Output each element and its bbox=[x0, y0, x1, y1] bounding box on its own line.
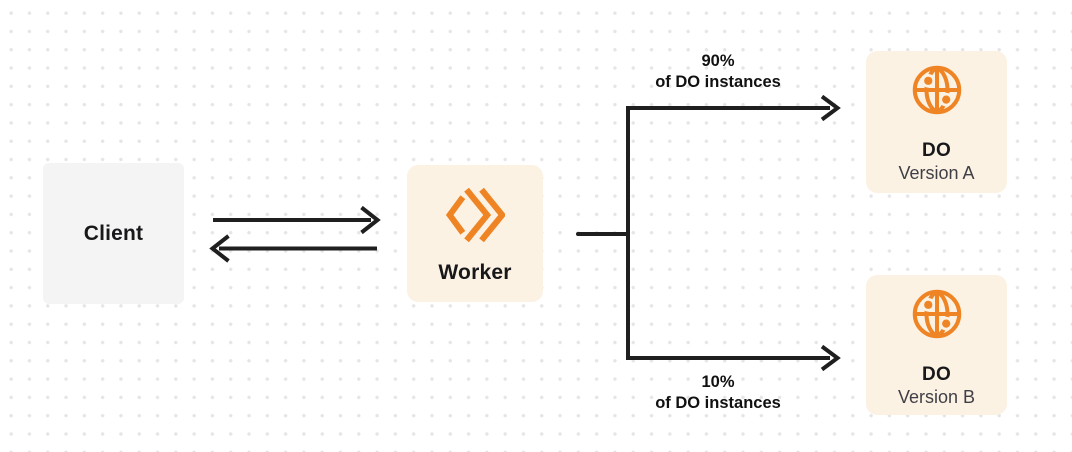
worker-node: Worker bbox=[407, 165, 543, 302]
branch-a-percent: 90% bbox=[701, 52, 735, 70]
do-a-subtitle: Version A bbox=[898, 163, 975, 183]
do-b-subtitle: Version B bbox=[897, 387, 976, 407]
worker-label: Worker bbox=[438, 261, 512, 284]
do-version-a-node: DO Version A bbox=[866, 51, 1007, 193]
branch-b-caption: of DO instances bbox=[655, 394, 781, 412]
branch-a-caption: of DO instances bbox=[655, 73, 781, 91]
do-a-title: DO bbox=[922, 140, 951, 161]
client-node: Client bbox=[43, 163, 184, 304]
branch-a-label: 90% of DO instances bbox=[608, 51, 828, 93]
arrowhead-to-version-b bbox=[820, 344, 841, 372]
branch-b-label: 10% of DO instances bbox=[608, 372, 828, 414]
durable-object-globe-icon bbox=[912, 289, 961, 339]
durable-object-globe-icon bbox=[912, 65, 961, 115]
workers-icon bbox=[445, 187, 505, 243]
branch-split-connector bbox=[576, 106, 830, 360]
do-version-b-node: DO Version B bbox=[866, 275, 1007, 415]
arrowhead-to-version-a bbox=[820, 94, 841, 122]
arrow-client-to-worker bbox=[213, 205, 381, 235]
arrow-worker-to-client bbox=[209, 234, 377, 263]
client-label: Client bbox=[83, 221, 144, 245]
do-b-title: DO bbox=[922, 364, 951, 385]
branch-b-percent: 10% bbox=[701, 373, 735, 391]
